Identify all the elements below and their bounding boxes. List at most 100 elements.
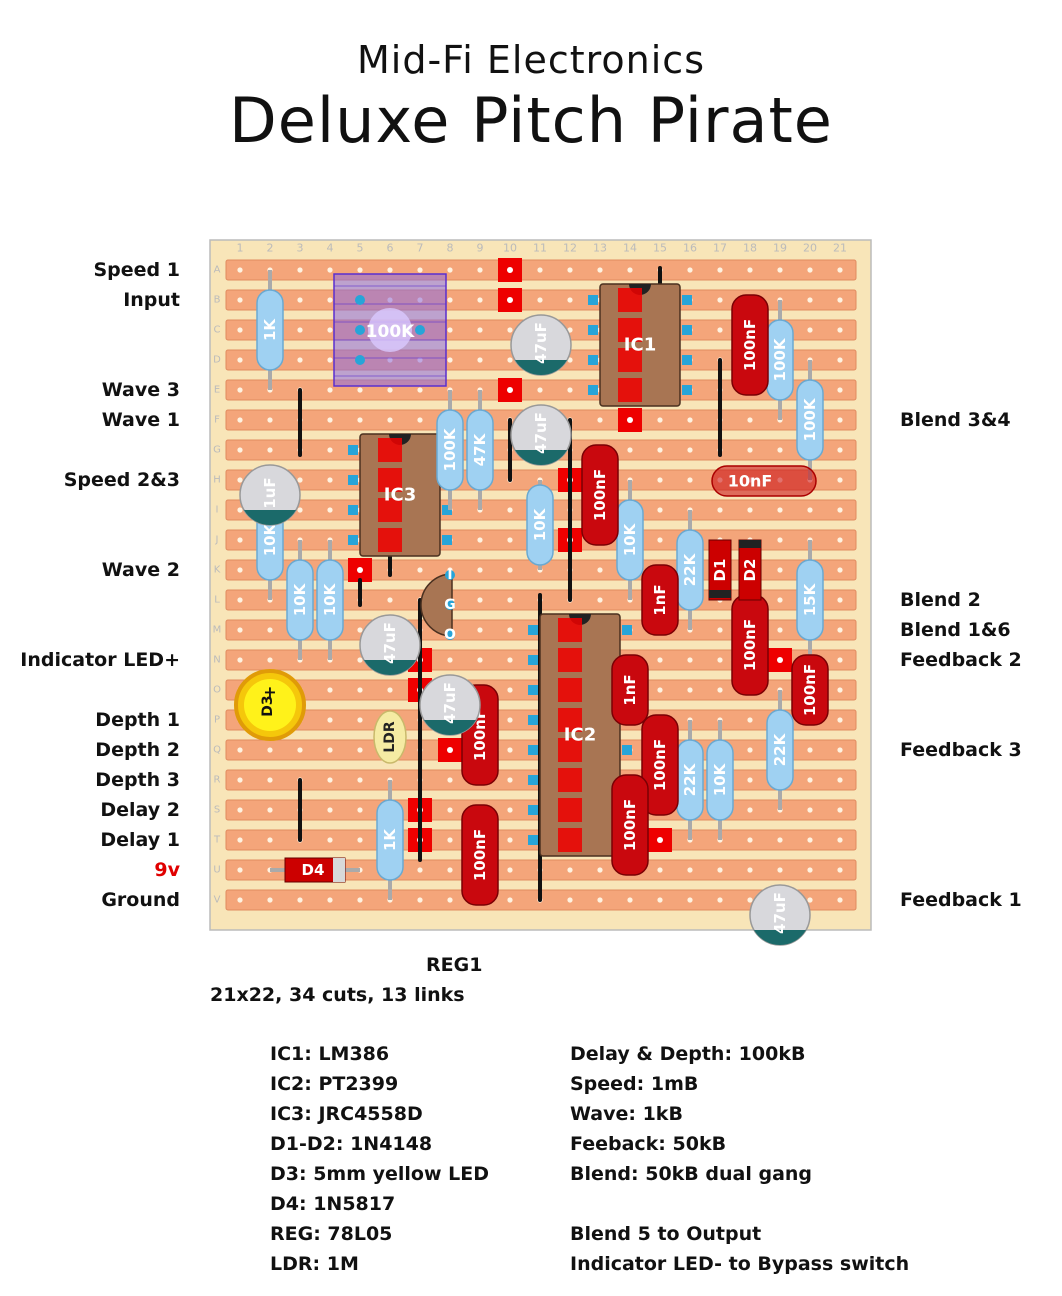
film-capacitor: 100nF [731,294,769,396]
resistor: 10K [526,480,554,570]
ic-pin [588,325,598,335]
hole [627,267,633,273]
diode-label: D2 [741,559,759,582]
hole [267,897,273,903]
hole [777,837,783,843]
hole [327,687,333,693]
wire-label-left: Delay 1 [100,829,180,851]
hole [567,867,573,873]
hole [837,507,843,513]
reg-pin [445,600,455,610]
ic-pin [528,625,538,635]
ic-pin [682,295,692,305]
hole [507,537,513,543]
hole [507,567,513,573]
hole [627,447,633,453]
hole [477,657,483,663]
hole [807,777,813,783]
hole [507,837,513,843]
resistor: 100K [436,390,464,510]
column-number: 16 [683,242,697,255]
parts-list-left: IC1: LM386 IC2: PT2399 IC3: JRC4558D D1-… [270,1039,489,1279]
pot-entry: Feeback: 50kB [570,1133,727,1155]
hole [447,777,453,783]
hole [567,267,573,273]
film-capacitor: 100nF [791,654,829,726]
resistor-value: 22K [681,762,699,796]
hole [567,297,573,303]
hole [687,477,693,483]
hole [237,597,243,603]
film-cap-value: 100nF [651,739,669,791]
wire-label-right: Feedback 3 [900,739,1022,761]
hole [297,327,303,333]
resistor: 1K [256,270,284,390]
hole [297,897,303,903]
row-letter: B [214,295,221,306]
hole [807,327,813,333]
wire-label-left: Ground [101,889,180,911]
hole [657,417,663,423]
hole [657,507,663,513]
hole [237,357,243,363]
column-number: 17 [713,242,727,255]
hole [807,747,813,753]
hole [237,297,243,303]
column-number: 6 [387,242,394,255]
resistor-value: 10K [261,522,279,556]
resistor-value: 10K [291,582,309,616]
hole [507,597,513,603]
pot-value: 100K [366,322,415,342]
pot-entry: Blend 5 to Output [570,1223,762,1245]
resistor-value: 47K [471,432,489,466]
hole [807,837,813,843]
hole [327,417,333,423]
hole [657,687,663,693]
ic-cut [558,798,582,822]
reg-pin-label: G [444,597,456,613]
hole [507,807,513,813]
resistor: 22K [676,510,704,630]
hole [627,897,633,903]
hole [567,387,573,393]
hole [417,867,423,873]
hole [777,597,783,603]
elec-cap-band [515,360,567,376]
hole [387,267,393,273]
wire-label-right: Blend 1&6 [900,619,1011,641]
pot-entry [570,1189,909,1219]
hole [267,627,273,633]
hole [687,897,693,903]
hole [477,567,483,573]
diode-band [739,540,761,548]
ic-cut [378,528,402,552]
diode-d2: D2 [738,539,762,601]
hole [837,897,843,903]
hole [747,867,753,873]
hole [717,507,723,513]
hole [327,717,333,723]
row-letter: C [214,325,221,336]
resistor-body [616,499,644,581]
hole [327,297,333,303]
hole [237,807,243,813]
maker-title: Mid-Fi Electronics [356,38,705,82]
hole [837,657,843,663]
resistor-value: 10K [531,507,549,541]
hole [237,657,243,663]
part-entry: D4: 1N5817 [270,1193,396,1215]
row-letter: V [214,895,221,906]
hole [537,297,543,303]
ic-pin [442,505,452,515]
trimmer-pot: 100K [333,273,447,387]
cut-hole [447,747,453,753]
hole [567,897,573,903]
elec-cap-value: 47uF [441,682,459,724]
hole [327,327,333,333]
row-letter: H [213,475,221,486]
hole [837,567,843,573]
row-letter: D [213,355,221,366]
ic-pin [588,295,598,305]
hole [747,777,753,783]
